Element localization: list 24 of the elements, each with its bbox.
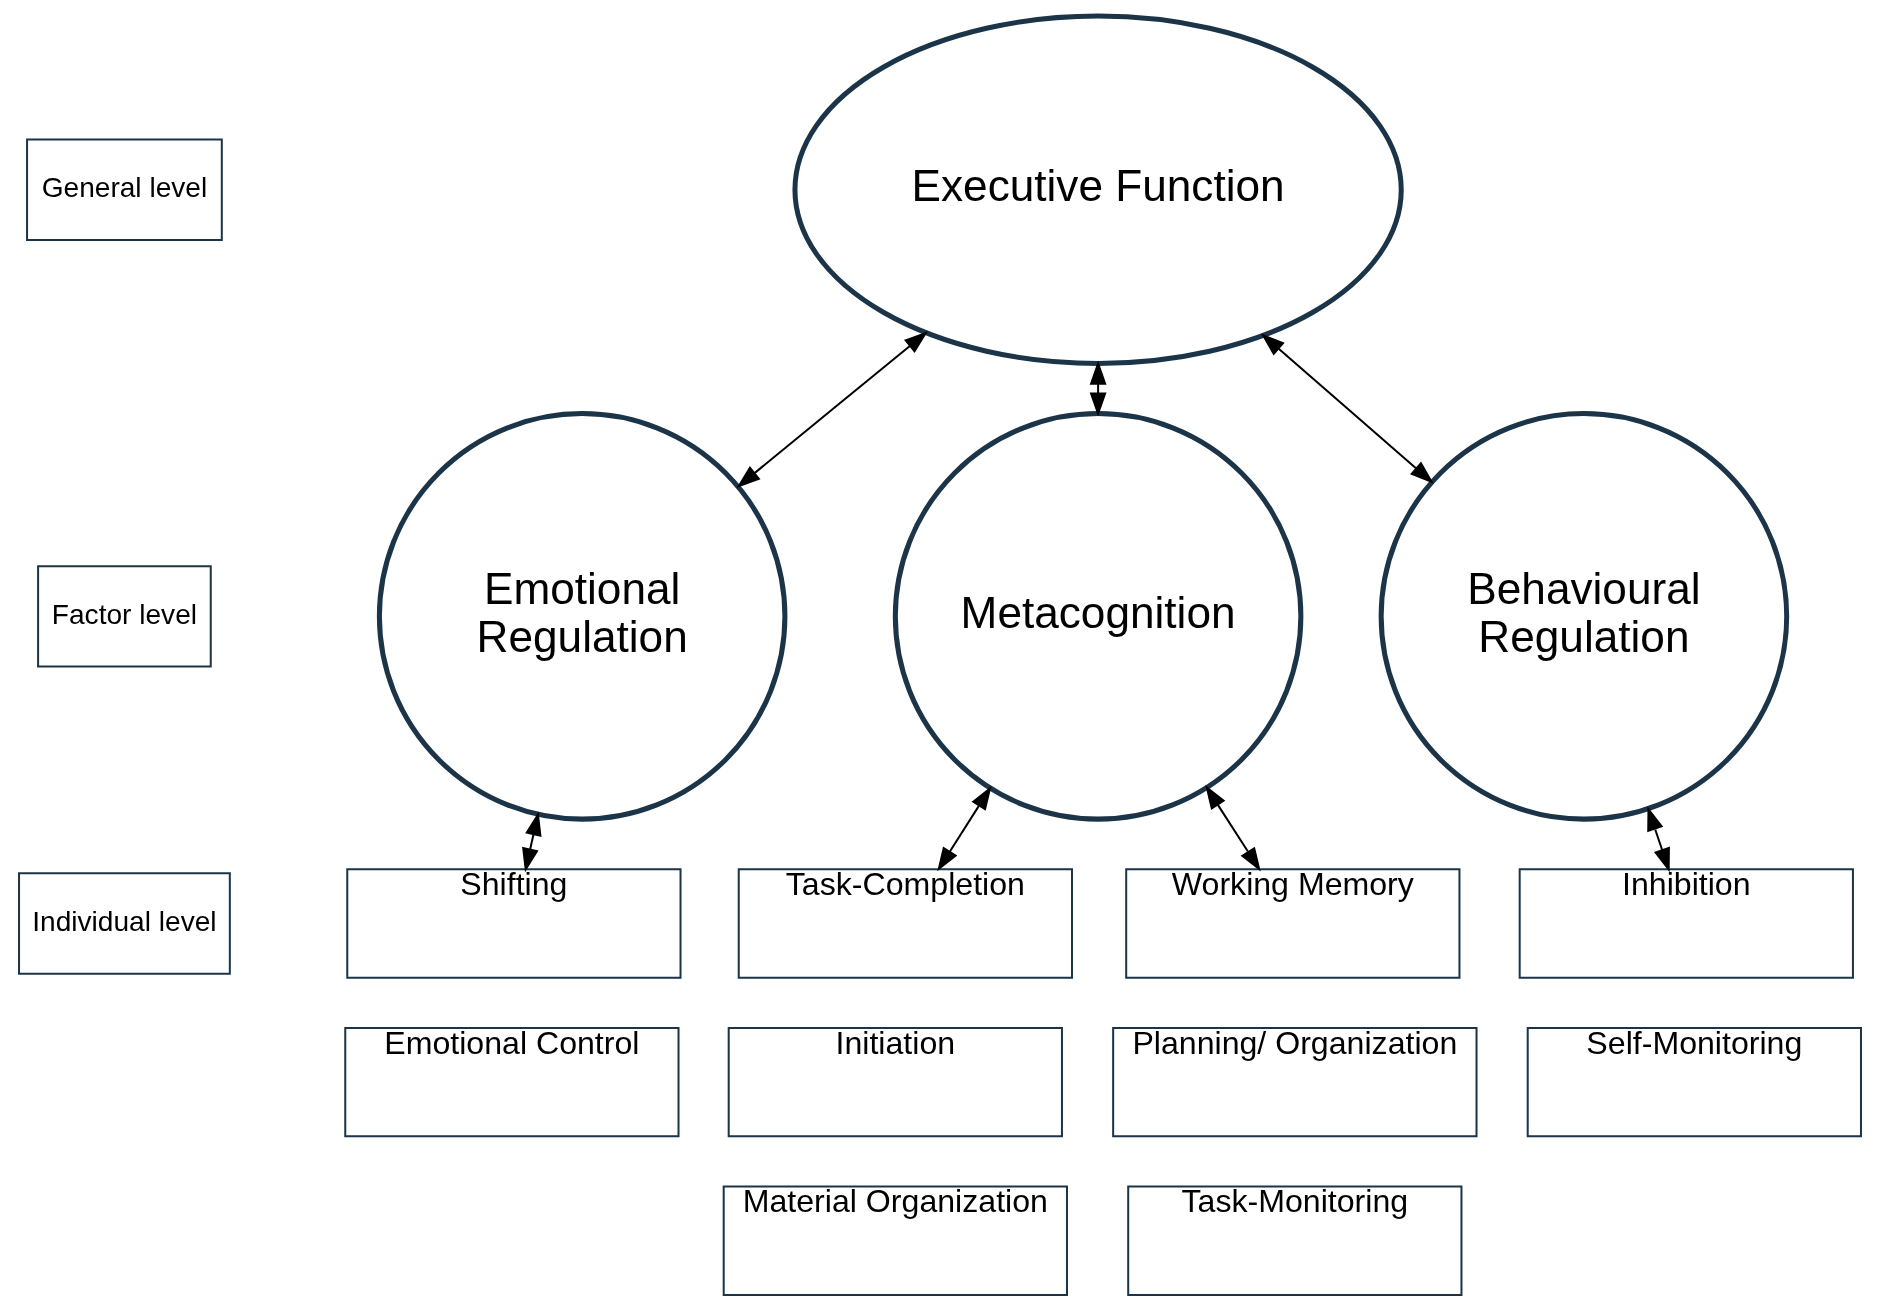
node-box: Inhibition [1518, 868, 1854, 979]
node-box: Task-Completion [737, 868, 1073, 979]
node-box: Self-Monitoring [1526, 1026, 1862, 1138]
node-box: Task-Monitoring [1127, 1185, 1463, 1296]
node-box: Shifting [346, 868, 682, 979]
arrow [1205, 785, 1261, 872]
node-circle: Behavioural Regulation [1378, 411, 1790, 822]
arrow [1089, 360, 1107, 417]
node-box: Working Memory [1125, 868, 1461, 979]
arrow [522, 811, 542, 873]
node-box: Planning/ Organization [1112, 1026, 1478, 1138]
node-box: Emotional Control [344, 1026, 680, 1138]
arrow [1647, 806, 1670, 873]
node-box: Factor level [37, 565, 212, 668]
arrow [736, 331, 928, 488]
node-box: General level [26, 138, 223, 241]
arrow [1260, 333, 1434, 484]
node-box: Initiation [727, 1026, 1063, 1138]
node-circle: Emotional Regulation [376, 411, 788, 822]
node-ellipse: Executive Function [792, 13, 1404, 366]
node-box: Individual level [18, 872, 231, 975]
arrow [937, 785, 992, 872]
node-box: Material Organization [722, 1185, 1068, 1296]
node-circle: Metacognition [892, 411, 1304, 822]
